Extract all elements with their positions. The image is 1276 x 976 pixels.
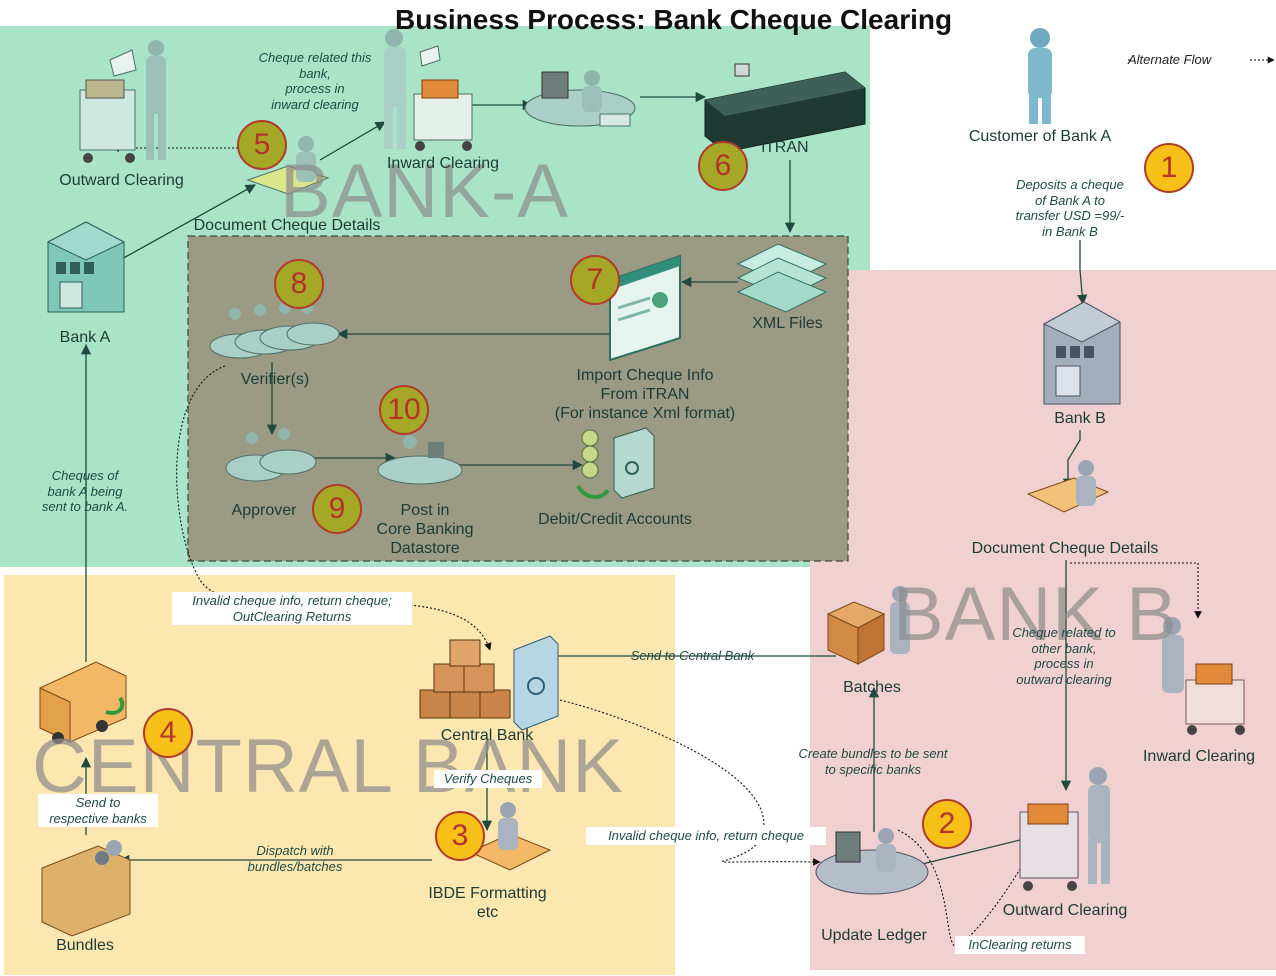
step-badge-7: 7 [570, 255, 620, 305]
legend-alternate-flow: Alternate Flow [1128, 52, 1212, 67]
desk-clerk-icon [1026, 460, 1110, 513]
clerk-cart-icon [79, 40, 166, 163]
annotation-create-bundles: Create bundles to be sent to specific ba… [798, 746, 948, 777]
clerk-cart-icon [384, 29, 473, 151]
node-label-approver: Approver [231, 502, 297, 519]
flow-ledger-inclearing-return [897, 829, 1031, 948]
vault-icon [576, 427, 655, 499]
node-label-document-cheque-details-a: Document Cheque Details [193, 217, 381, 234]
boxes-icon [419, 639, 511, 719]
node-label-inward-clearing-b: Inward Clearing [1142, 748, 1256, 765]
flow-bank-a-to-document [119, 184, 256, 261]
conveyor-icon [41, 840, 131, 937]
person-icon [1028, 28, 1052, 124]
node-label-bank-a: Bank A [59, 329, 111, 346]
annotation-verify-cheques: Verify Cheques [434, 770, 542, 788]
node-label-customer-bank-a: Customer of Bank A [968, 128, 1112, 145]
step-badge-9: 9 [312, 484, 362, 534]
step-badge-5: 5 [237, 120, 287, 170]
node-label-bank-b: Bank B [1054, 410, 1106, 427]
annotation-cheque-related-this-bank: Cheque related this bank, process in inw… [258, 50, 372, 112]
bank-building-icon [1042, 301, 1122, 405]
annotation-deposits-cheque: Deposits a cheque of Bank A to transfer … [1015, 177, 1125, 239]
annotation-invalid-return-outclearing: Invalid cheque info, return cheque; OutC… [172, 592, 412, 626]
annotation-send-to-respective-banks: Send to respective banks [38, 794, 158, 828]
zone-label-bank-a: BANK-A [280, 149, 569, 234]
workstation-icon [815, 828, 929, 895]
step-badge-1: 1 [1144, 143, 1194, 193]
vault-icon [513, 635, 559, 731]
step-badge-2: 2 [922, 799, 972, 849]
step-badge-10: 10 [379, 385, 429, 435]
workstation-icon [225, 428, 317, 482]
node-label-itran: iTRAN [761, 139, 809, 156]
desk-clerk-icon [468, 802, 552, 871]
desk-clerk-icon [246, 136, 330, 195]
workstation-icon [524, 70, 636, 127]
flow-bank-b-to-document [1062, 430, 1081, 490]
sorter-machine-icon [704, 63, 866, 153]
flow-customer-to-bank-b [1076, 240, 1088, 306]
clerk-cart-icon [1162, 617, 1245, 735]
annotation-invalid-return-cheque: Invalid cheque info, return cheque [586, 827, 826, 845]
node-label-update-ledger: Update Ledger [821, 927, 927, 944]
node-label-outward-clearing-b: Outward Clearing [1002, 902, 1128, 919]
step-badge-6: 6 [698, 141, 748, 191]
node-label-xml-files: XML Files [752, 315, 823, 332]
node-label-batches: Batches [843, 679, 901, 696]
flow-document-to-inward [319, 121, 386, 161]
bank-building-icon [46, 221, 126, 313]
node-label-import-cheque-info: Import Cheque Info From iTRAN (For insta… [554, 367, 736, 422]
zone-label-bank-b: BANK B [893, 572, 1178, 657]
annotation-dispatch-bundles: Dispatch with bundles/batches [247, 843, 343, 874]
diagram-title: Business Process: Bank Cheque Clearing [395, 4, 953, 35]
boxes-icon [826, 586, 910, 665]
node-label-ibde-formatting: IBDE Formatting etc [428, 885, 547, 921]
node-label-verifiers: Verifier(s) [240, 371, 310, 388]
node-label-post-core-banking: Post in Core Banking Datastore [376, 502, 474, 557]
documents-icon [736, 243, 828, 313]
annotation-send-to-central-bank: Send to Central Bank [630, 648, 755, 663]
flow-outward-b-to-ledger [904, 839, 1021, 871]
node-label-bundles: Bundles [56, 937, 114, 954]
annotation-inclearing-returns: InClearing returns [955, 936, 1085, 954]
truck-icon [39, 661, 127, 744]
workstation-icon [377, 435, 463, 485]
annotation-cheques-of-bank-a: Cheques of bank A being sent to bank A. [41, 468, 129, 515]
node-label-debit-credit: Debit/Credit Accounts [538, 511, 692, 528]
clerk-cart-icon [1019, 767, 1110, 891]
browser-window-icon [609, 254, 681, 362]
flow-document-b-to-inward-b [1070, 562, 1202, 619]
node-label-document-cheque-details-b: Document Cheque Details [971, 540, 1159, 557]
step-badge-3: 3 [435, 811, 485, 861]
step-badge-4: 4 [143, 708, 193, 758]
step-badge-8: 8 [274, 259, 324, 309]
node-label-inward-clearing-a: Inward Clearing [386, 155, 500, 172]
flow-verifiers-invalid-return [176, 365, 492, 651]
node-label-outward-clearing-a: Outward Clearing [59, 172, 184, 189]
annotation-cheque-related-other-bank: Cheque related to other bank, process in… [1012, 625, 1116, 687]
node-label-central-bank: Central Bank [440, 727, 534, 744]
